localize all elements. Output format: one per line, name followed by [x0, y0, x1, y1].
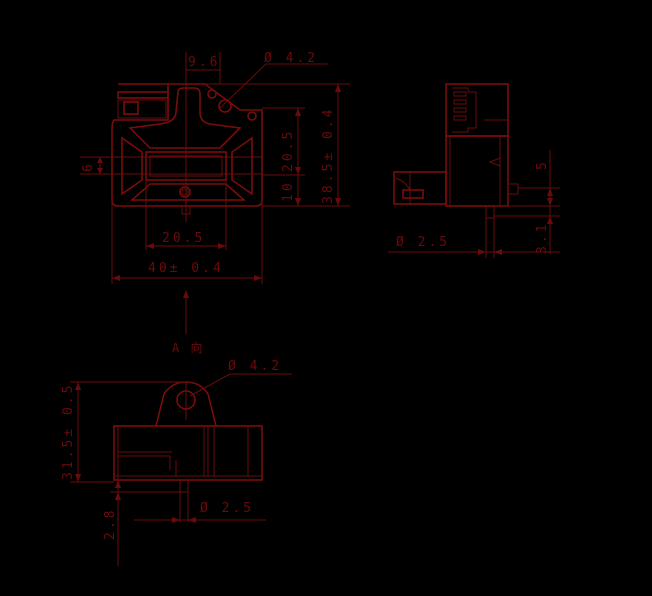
side-view: Ø 2.5 5 3.1 [388, 83, 560, 258]
view-label: A 向 [172, 340, 204, 355]
dim-side-upper: 5 [535, 159, 550, 170]
dim-pin-length: 2.8 [103, 508, 118, 540]
dim-side-lower: 3.1 [535, 222, 550, 254]
front-view: 9.6 Ø 4.2 20.5 10 38.5± 0.4 6 20.5 [80, 51, 350, 284]
dim-right-upper: 20.5 [281, 129, 296, 172]
dim-inner-width: 20.5 [162, 231, 205, 246]
dim-hole-diameter: Ø 4.2 [264, 51, 318, 66]
view-direction-arrow: A 向 [172, 290, 204, 355]
dim-bottom-hole-diameter: Ø 4.2 [228, 359, 282, 374]
dim-side-pin-diameter: Ø 2.5 [396, 235, 450, 250]
bottom-view: Ø 4.2 31.5± 0.5 Ø 2.5 2.8 [61, 359, 292, 566]
dim-overall-width: 40± 0.4 [148, 261, 224, 276]
dim-right-lower: 10 [281, 180, 296, 202]
dim-left: 6 [81, 161, 96, 172]
dim-top-width: 9.6 [188, 55, 220, 70]
dim-overall-height: 38.5± 0.4 [321, 107, 336, 204]
dim-bottom-height: 31.5± 0.5 [61, 383, 76, 480]
dim-bottom-pin-diameter: Ø 2.5 [200, 501, 254, 516]
